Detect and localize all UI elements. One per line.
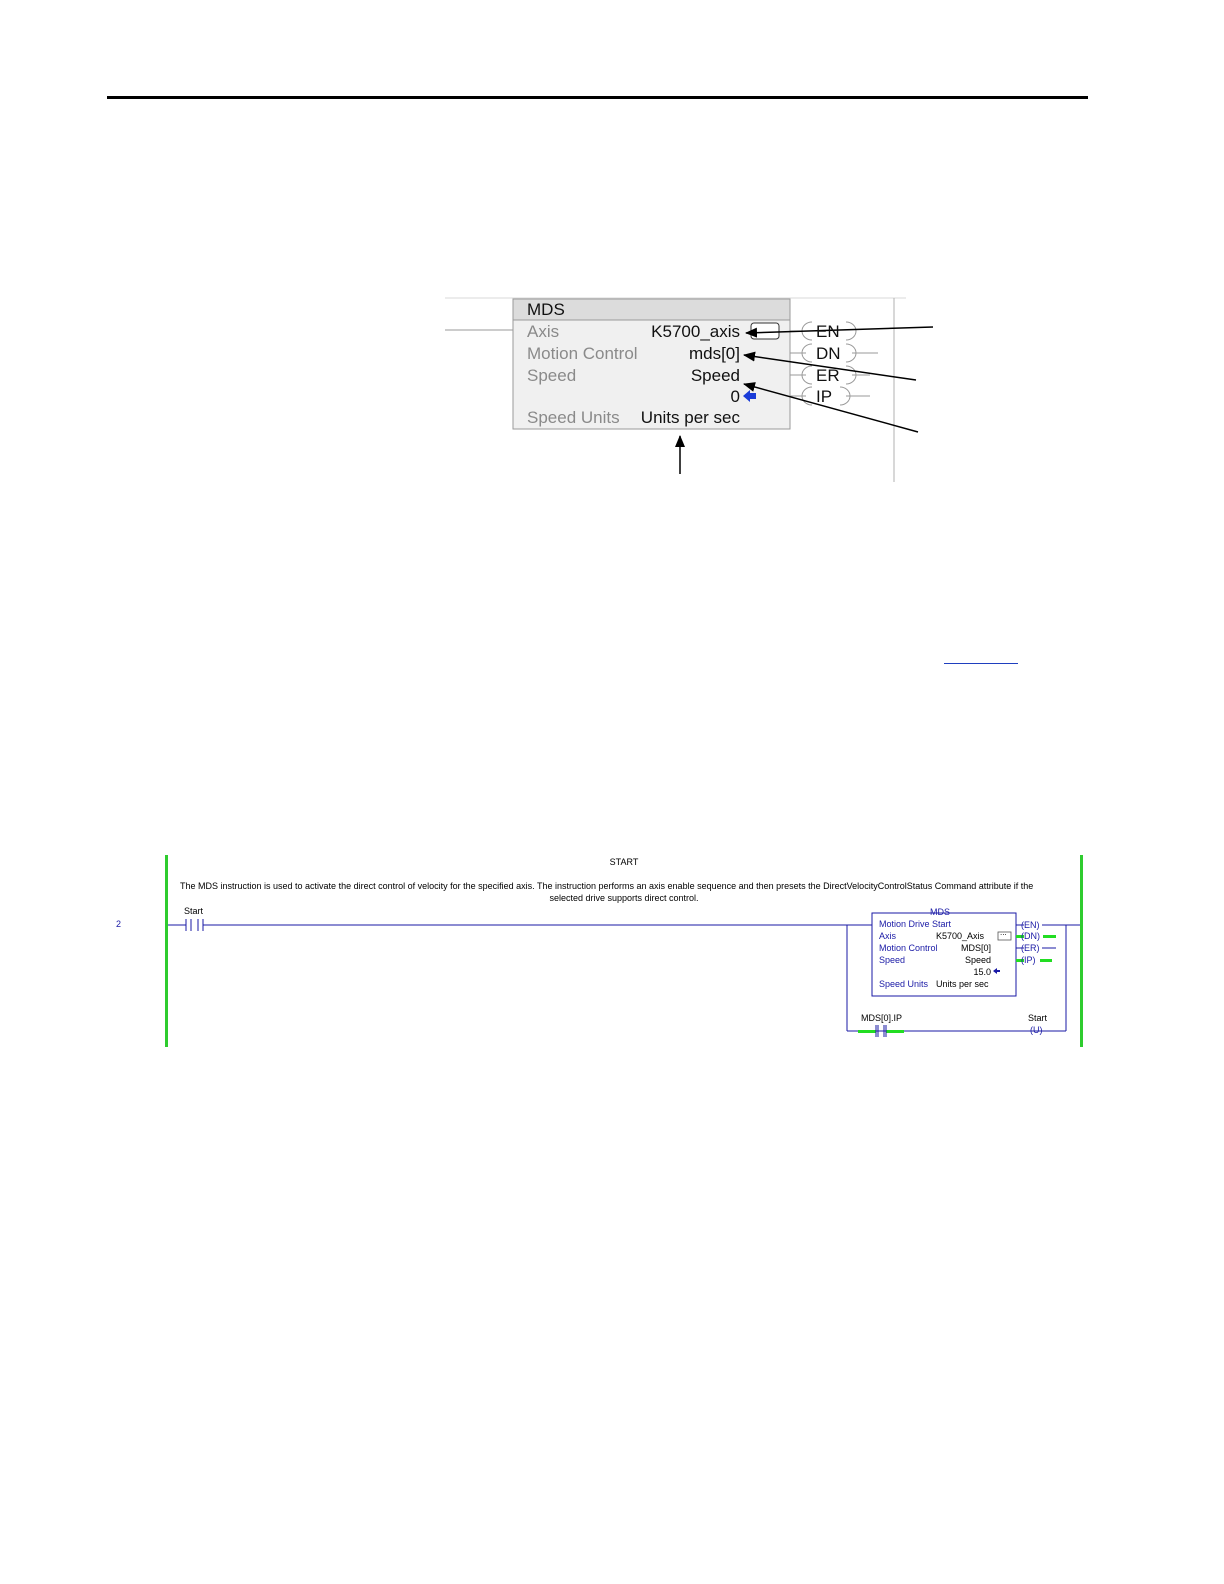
branch-contact-label[interactable]: MDS[0].IP bbox=[861, 1013, 903, 1023]
speed-units-value[interactable]: Units per sec bbox=[640, 408, 740, 427]
rung-axis-browse-button[interactable]: ... bbox=[1000, 928, 1007, 937]
rung-axis-label: Axis bbox=[879, 931, 897, 941]
motion-control-value[interactable]: mds[0] bbox=[688, 344, 740, 363]
rung-output-en: (EN) bbox=[1021, 920, 1040, 930]
start-contact-label[interactable]: Start bbox=[184, 906, 204, 916]
right-power-rail bbox=[1080, 855, 1083, 1047]
mds-name: Motion Drive Start bbox=[879, 919, 952, 929]
axis-label: Axis bbox=[527, 322, 560, 341]
output-er-label: ER bbox=[816, 366, 840, 385]
mds-figure-graphics bbox=[445, 297, 934, 482]
output-er bbox=[790, 365, 870, 385]
rung-number: 2 bbox=[116, 919, 122, 929]
output-en-label: EN bbox=[816, 322, 840, 341]
page-header-rule bbox=[107, 96, 1088, 99]
ladder-rung-graphics bbox=[165, 855, 1083, 1047]
mds-title: MDS bbox=[527, 300, 565, 319]
output-ip-label: IP bbox=[816, 387, 833, 406]
live-value-arrow-icon bbox=[743, 390, 756, 402]
rung-motion-control-value[interactable]: MDS[0] bbox=[960, 943, 991, 953]
mds-box bbox=[512, 298, 791, 430]
speed-label: Speed bbox=[527, 366, 577, 385]
axis-value[interactable]: K5700_axis bbox=[651, 322, 740, 341]
speed-live-value: 0 bbox=[730, 387, 740, 406]
callout-arrow-motion-control bbox=[743, 351, 917, 381]
rung-output-dn: (DN) bbox=[1021, 931, 1040, 941]
mds-header bbox=[512, 298, 791, 321]
rung-output-er: (ER) bbox=[1021, 943, 1040, 953]
speed-units-label: Speed Units bbox=[527, 408, 620, 427]
rung-speed-units-value[interactable]: Units per sec bbox=[936, 979, 989, 989]
rung-speed-value[interactable]: Speed bbox=[964, 955, 991, 965]
unlatch-coil[interactable]: (U) bbox=[1030, 1025, 1043, 1035]
left-power-rail bbox=[165, 855, 168, 1047]
rung-comment-line-2: selected drive supports direct control. bbox=[549, 893, 699, 903]
output-dn-label: DN bbox=[816, 344, 841, 363]
rung-comment-line-1: The MDS instruction is used to activate … bbox=[180, 881, 1034, 891]
callout-arrow-axis bbox=[745, 326, 934, 338]
mds-instruction-box bbox=[871, 912, 1017, 997]
rung-comment-title: START bbox=[609, 857, 639, 867]
output-ip bbox=[790, 386, 870, 406]
rung-motion-control-label: Motion Control bbox=[879, 943, 938, 953]
rung-speed-units-label: Speed Units bbox=[879, 979, 929, 989]
rung-axis-value[interactable]: K5700_Axis bbox=[936, 931, 985, 941]
rung-output-ip: (IP) bbox=[1021, 955, 1036, 965]
mds-mnemonic: MDS bbox=[930, 907, 950, 917]
rung-speed-live-value: 15.0 bbox=[973, 967, 991, 977]
speed-value[interactable]: Speed bbox=[690, 366, 740, 385]
output-dn bbox=[790, 343, 878, 363]
hyperlink-underline[interactable] bbox=[944, 663, 1018, 664]
motion-control-label: Motion Control bbox=[527, 344, 638, 363]
unlatch-coil-label[interactable]: Start bbox=[1028, 1013, 1048, 1023]
rung-speed-label: Speed bbox=[879, 955, 906, 965]
callout-arrow-speed bbox=[743, 382, 919, 433]
axis-browse-button bbox=[750, 322, 780, 340]
